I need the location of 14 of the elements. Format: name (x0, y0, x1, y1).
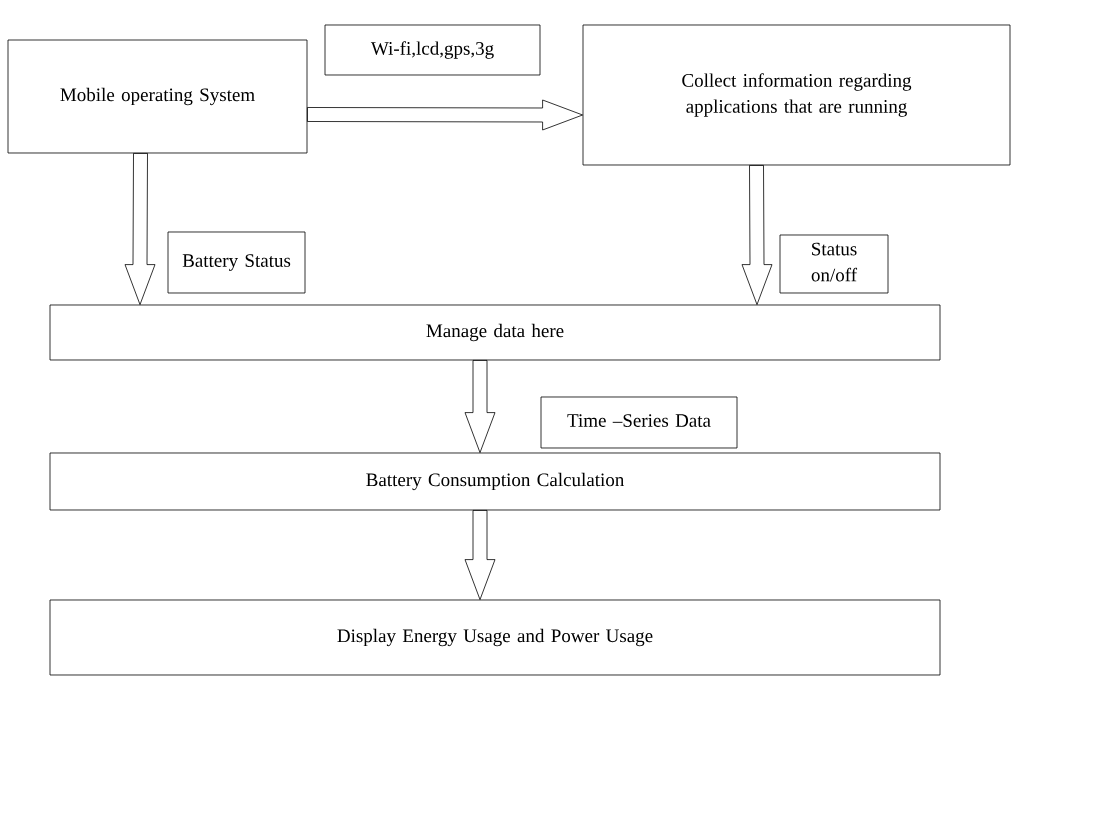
arrow (464, 510, 496, 600)
arrow (307, 99, 583, 131)
process-box: Time –Series Data (540, 396, 738, 449)
arrow (124, 153, 156, 305)
process-box: Manage data here (49, 304, 941, 361)
arrow (464, 360, 496, 453)
process-box: Wi-fi,lcd,gps,3g (324, 24, 541, 76)
arrow (741, 165, 773, 305)
process-box: Mobile operating System (7, 39, 308, 154)
process-box: Battery Consumption Calculation (49, 452, 941, 511)
process-box: Collect information regarding applications that are running (582, 24, 1011, 166)
process-box: Display Energy Usage and Power Usage (49, 599, 941, 676)
process-box: Battery Status (167, 231, 306, 294)
process-box: Status on/off (779, 234, 889, 294)
